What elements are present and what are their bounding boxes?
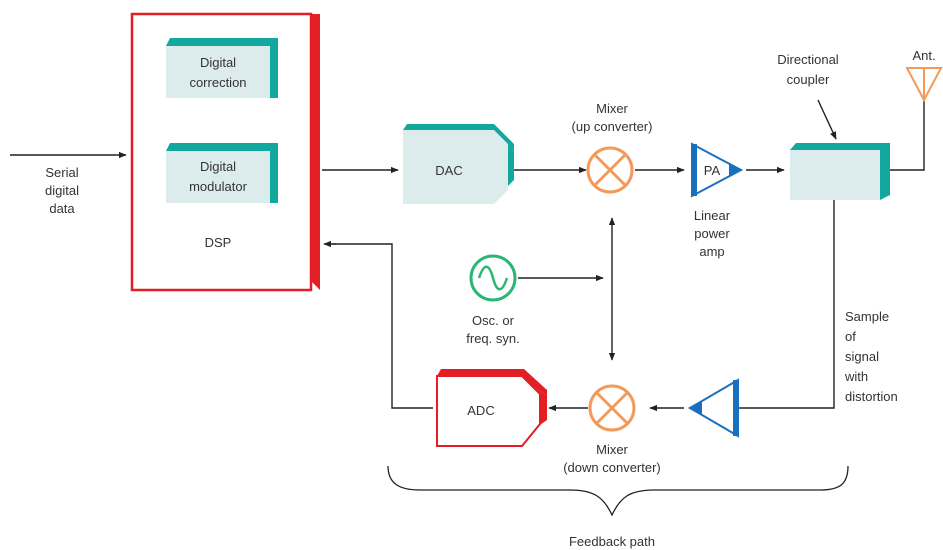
mixer-down-line1: Mixer bbox=[596, 442, 628, 457]
svg-text:data: data bbox=[49, 201, 75, 216]
digital-correction-line2: correction bbox=[189, 75, 246, 90]
serial-input-label: Serial digital data bbox=[45, 165, 79, 216]
svg-text:signal: signal bbox=[845, 349, 879, 364]
oscillator-line2: freq. syn. bbox=[466, 331, 519, 346]
mixer-up-line2: (up converter) bbox=[572, 119, 653, 134]
adc-label: ADC bbox=[467, 403, 494, 418]
svg-text:digital: digital bbox=[45, 183, 79, 198]
coupler-to-antenna-wire bbox=[886, 100, 925, 171]
pa-label: PA bbox=[704, 163, 721, 178]
linear-power-amp-line2: power bbox=[694, 226, 730, 241]
mixer-down-line2: (down converter) bbox=[563, 460, 661, 475]
antenna-block: Ant. bbox=[905, 48, 943, 103]
digital-correction-block: Digital correction bbox=[166, 38, 278, 98]
oscillator-block: Osc. or freq. syn. bbox=[466, 254, 520, 346]
digital-correction-line1: Digital bbox=[200, 55, 236, 70]
coupler-pointer-arrow bbox=[817, 99, 837, 140]
svg-text:Sample: Sample bbox=[845, 309, 889, 324]
dac-label: DAC bbox=[435, 163, 462, 178]
mixer-up-block: Mixer (up converter) bbox=[572, 101, 653, 194]
svg-text:distortion: distortion bbox=[845, 389, 898, 404]
mixer-down-block: Mixer (down converter) bbox=[563, 384, 661, 475]
sine-wave-icon bbox=[477, 265, 509, 291]
linear-power-amp-line3: amp bbox=[699, 244, 724, 259]
directional-coupler-line2: coupler bbox=[787, 72, 830, 87]
antenna-label: Ant. bbox=[912, 48, 935, 63]
power-amp-block: PA Linear power amp bbox=[691, 142, 744, 259]
digital-modulator-line2: modulator bbox=[189, 179, 247, 194]
sample-signal-label: Sample of signal with distortion bbox=[844, 309, 898, 404]
svg-text:Serial: Serial bbox=[45, 165, 78, 180]
dac-block: DAC bbox=[403, 124, 514, 204]
linear-power-amp-line1: Linear bbox=[694, 208, 731, 223]
feedback-path-label: Feedback path bbox=[569, 534, 655, 549]
oscillator-line1: Osc. or bbox=[472, 313, 515, 328]
svg-text:of: of bbox=[845, 329, 856, 344]
feedback-amp-block bbox=[688, 378, 739, 438]
digital-modulator-line1: Digital bbox=[200, 159, 236, 174]
digital-modulator-block: Digital modulator bbox=[166, 143, 278, 203]
feedback-path-brace: Feedback path bbox=[387, 465, 849, 549]
directional-coupler-block: Directional coupler bbox=[777, 52, 890, 200]
dsp-label: DSP bbox=[205, 235, 232, 250]
directional-coupler-line1: Directional bbox=[777, 52, 839, 67]
adc-block: ADC bbox=[436, 369, 547, 447]
svg-text:with: with bbox=[844, 369, 868, 384]
signal-wires bbox=[10, 98, 925, 412]
mixer-up-line1: Mixer bbox=[596, 101, 628, 116]
adc-to-dsp-wire bbox=[332, 243, 433, 409]
